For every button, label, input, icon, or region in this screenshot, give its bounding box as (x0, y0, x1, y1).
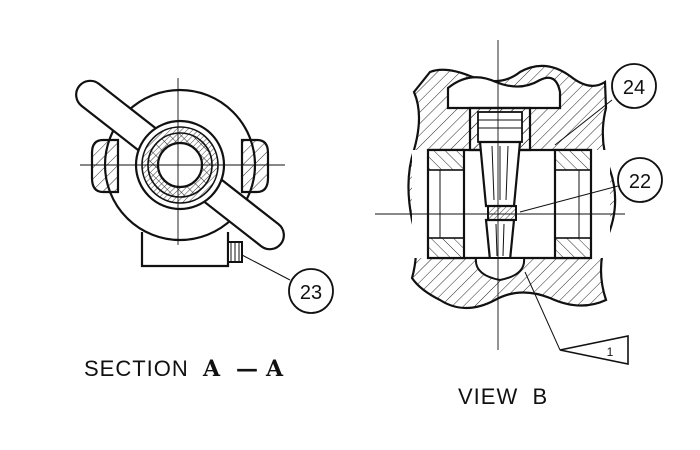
flag-note-1: 1 (559, 335, 629, 365)
pin-22 (487, 205, 517, 221)
top-knob (446, 76, 562, 110)
balloon-24 (611, 63, 657, 109)
leader-22 (519, 185, 619, 213)
left-lug (90, 138, 120, 194)
section-aa-caption-word: SECTION (84, 356, 189, 381)
view-b-caption: VIEW B (458, 384, 548, 409)
leader-24 (554, 99, 613, 146)
stem-lower (484, 218, 516, 262)
right-lug (240, 138, 270, 194)
section-aa-view (75, 78, 291, 281)
view-b (375, 40, 625, 351)
balloon-23-label: 23 (300, 282, 322, 304)
callout-24: 24 (611, 63, 657, 109)
balloon-23 (288, 268, 334, 314)
valve-base (140, 232, 230, 268)
balloon-24-label: 24 (623, 77, 645, 99)
balloon-22 (617, 157, 663, 203)
flag-note-label: 1 (607, 345, 614, 359)
lower-seat (474, 257, 526, 282)
callout-22: 22 (617, 157, 663, 203)
leader-flag (524, 271, 561, 351)
callout-23: 23 (288, 268, 334, 314)
leader-23 (241, 254, 291, 281)
balloon-22-label: 22 (629, 171, 651, 193)
section-aa-letter-2: A (265, 356, 284, 382)
section-aa-letter-1: A (202, 356, 221, 382)
stem-nut (477, 111, 523, 143)
flag-triangle (559, 335, 629, 365)
section-aa-dash: — (236, 356, 258, 382)
